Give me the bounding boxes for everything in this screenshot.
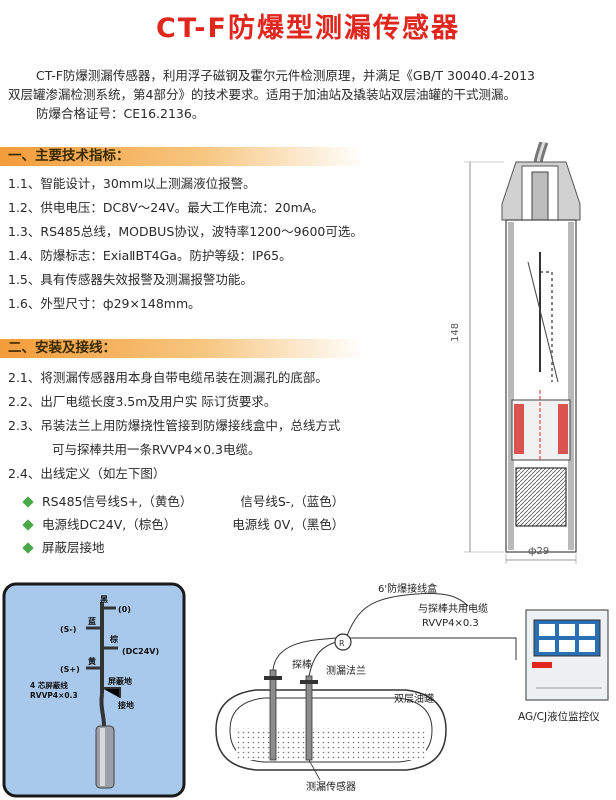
section-1-list: 1.1、智能设计，30mm以上测漏液位报警。 1.2、供电电压：DC8V～24V… xyxy=(8,172,363,316)
label-s-minus: (S-) xyxy=(60,625,76,634)
diamond-bullet-icon xyxy=(22,518,34,531)
label-0v: (0) xyxy=(118,605,131,614)
wire-row: 屏蔽层接地 xyxy=(20,536,344,559)
shared-cable-label: 与探棒共用电缆 xyxy=(418,602,488,615)
junction-symbol: R xyxy=(339,639,345,648)
wire-0v: 电源线 0V,（黑色） xyxy=(232,517,345,532)
label-s-plus: (S+) xyxy=(60,665,80,674)
junction-box-label: 6'防爆接线盒 xyxy=(378,582,437,595)
intro-text: CT-F防爆测漏传感器，利用浮子磁钢及霍尔元件检测原理，并满足《GB/T 300… xyxy=(8,66,612,123)
ground-label: 接地 xyxy=(118,700,134,710)
spec-item: 1.4、防爆标志：ExiaⅡBT4Ga。防护等级：IP65。 xyxy=(8,248,292,263)
probe-label: 探棒 xyxy=(292,658,312,671)
panel-frame xyxy=(2,582,186,798)
wire-shield: 屏蔽层接地 xyxy=(42,540,105,555)
label-dc24v: (DC24V) xyxy=(122,647,159,656)
system-diagram: R 6'防爆接线盒 与探棒共用电缆 RVVP4×0.3 探棒 测漏法兰 双层油罐… xyxy=(215,582,609,793)
flange-label: 测漏法兰 xyxy=(326,664,366,677)
section-2-heading: 二、安装及接线： xyxy=(0,339,365,358)
wire-yellow-label: 黄 xyxy=(88,656,96,666)
section-2-list: 2.1、将测漏传感器用本身自带电缆吊装在测漏孔的底部。 2.2、出厂电缆长度3.… xyxy=(8,366,340,486)
monitor-label: AG/CJ液位监控仪 xyxy=(518,710,600,723)
spec-item: 1.1、智能设计，30mm以上测漏液位报警。 xyxy=(8,176,256,191)
wire-dc24v: 电源线DC24V,（棕色） xyxy=(42,517,177,532)
sensor-drawing: 148 ф29 xyxy=(450,142,581,564)
cable-spec-label: RVVP4×0.3 xyxy=(30,691,78,700)
wire-black-label: 黑 xyxy=(100,594,108,604)
cable-spec-text: RVVP4×0.3 xyxy=(422,618,479,629)
install-item: 2.3、吊装法兰上用防爆挠性管接到防爆接线盒中，总线方式 xyxy=(8,418,341,433)
wire-s-plus: RS485信号线S+,（黄色） xyxy=(42,494,193,509)
spec-item: 1.5、具有传感器失效报警及测漏报警功能。 xyxy=(8,272,253,287)
intro-line-1: CT-F防爆测漏传感器，利用浮子磁钢及霍尔元件检测原理，并满足《GB/T 300… xyxy=(36,68,536,83)
section-1-heading: 一、主要技术指标： xyxy=(0,147,365,166)
wire-definition-list: RS485信号线S+,（黄色） 信号线S-,（蓝色） 电源线DC24V,（棕色）… xyxy=(20,490,344,559)
wiring-diagram-panel: (0) 黑 (S-) 蓝 棕 (DC24V) (S+) 黄 4 芯屏蔽线 RVV… xyxy=(2,582,186,798)
wire-row: RS485信号线S+,（黄色） 信号线S-,（蓝色） xyxy=(20,490,344,513)
diamond-bullet-icon xyxy=(22,541,34,554)
diameter-dimension: ф29 xyxy=(528,546,549,557)
height-dimension: 148 xyxy=(450,323,461,342)
install-item: 2.2、出厂电缆长度3.5m及用户实 际订货要求。 xyxy=(8,394,277,409)
spec-item: 1.3、RS485总线，MODBUS协议，波特率1200～9600可选。 xyxy=(8,224,363,239)
wire-s-minus: 信号线S-,（蓝色） xyxy=(240,494,345,509)
diamond-bullet-icon xyxy=(22,495,34,508)
intro-line-2: 双层罐渗漏检测系统，第4部分》的技术要求。适用于加油站及撬装站双层油罐的干式测漏… xyxy=(8,87,516,102)
cable-type-label: 4 芯屏蔽线 xyxy=(30,680,68,690)
install-item: 2.4、出线定义（如左下图） xyxy=(8,466,166,481)
wire-row: 电源线DC24V,（棕色） 电源线 0V,（黑色） xyxy=(20,513,344,536)
sensor-label: 测漏传感器 xyxy=(306,780,356,793)
tank-label: 双层油罐 xyxy=(394,692,434,705)
certificate-line: 防爆合格证号：CE16.2136。 xyxy=(36,106,205,121)
install-item: 2.1、将测漏传感器用本身自带电缆吊装在测漏孔的底部。 xyxy=(8,370,328,385)
spec-item: 1.2、供电电压：DC8V～24V。最大工作电流：20mA。 xyxy=(8,200,324,215)
spec-item: 1.6、外型尺寸：ф29×148mm。 xyxy=(8,296,201,311)
page-title: CT-F防爆型测漏传感器 xyxy=(156,13,460,44)
wire-blue-label: 蓝 xyxy=(88,616,96,626)
install-item: 可与探棒共用一条RVVP4×0.3电缆。 xyxy=(52,442,261,457)
wire-brown-label: 棕 xyxy=(109,634,118,644)
junction-box-icon xyxy=(334,633,352,651)
shield-label: 屏蔽地 xyxy=(108,676,132,686)
